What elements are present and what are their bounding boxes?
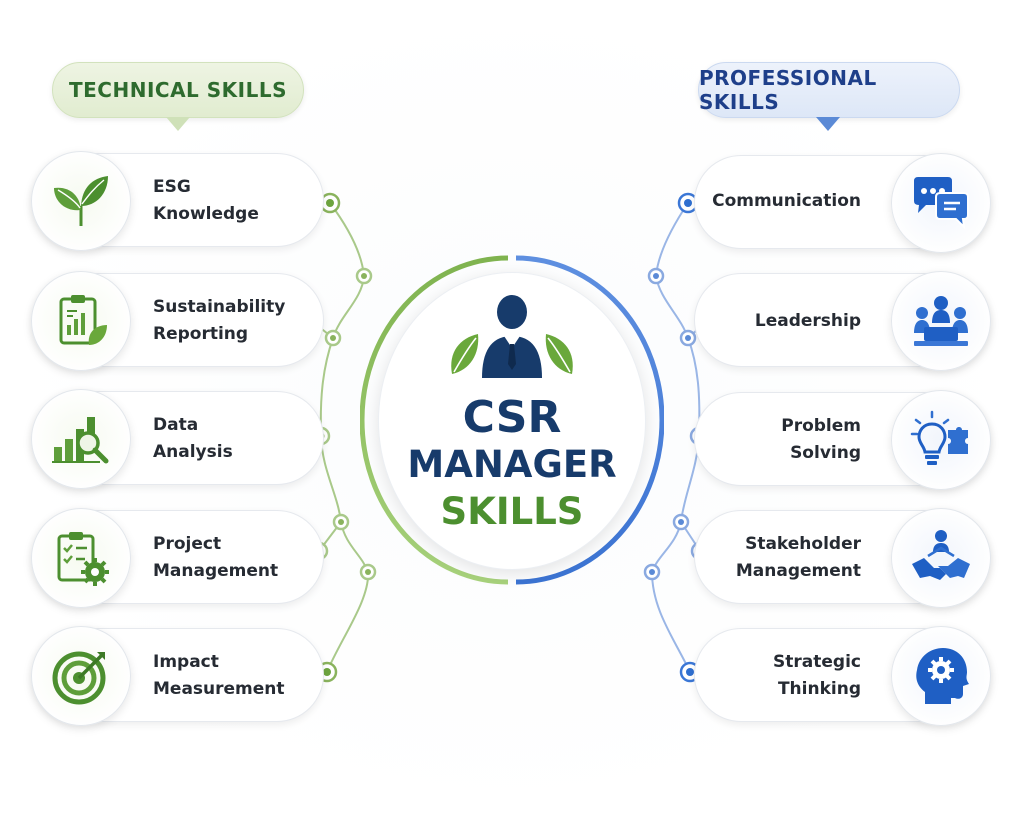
skill-card-strategic-thinking: Strategic Thinking [694,626,991,726]
report-clipboard-icon [31,271,131,371]
technical-skills-header: TECHNICAL SKILLS [52,62,304,118]
skill-label: Leadership [754,311,861,331]
center-title-line1: CSR [462,392,562,443]
connector-dot [359,563,377,581]
leaf-icon [31,151,131,251]
connector-dot [324,329,342,347]
skill-card-leadership: Leadership [694,271,991,371]
connector-dot [679,329,697,347]
professional-skills-header: PROFESSIONAL SKILLS [698,62,960,118]
skill-label: Impact Measurement [153,652,285,699]
professional-header-pointer [816,117,840,131]
skill-label: ESG Knowledge [153,177,259,224]
center-title-line2: MANAGER [407,443,617,486]
target-icon [31,626,131,726]
lightbulb-puzzle-icon [891,390,991,490]
connector-dot [647,267,665,285]
connector-dot [672,513,690,531]
skill-card-communication: Communication [694,153,991,253]
connector-dot [643,563,661,581]
skill-label: Project Management [153,534,279,581]
skill-card-problem-solving: Problem Solving [694,390,991,490]
skill-label: Data Analysis [153,415,233,462]
skill-label: Sustainability Reporting [153,297,286,344]
connector-dot [332,513,350,531]
center-ring [360,255,664,585]
manager-leaves-icon [451,295,573,378]
skill-card-esg-knowledge: ESG Knowledge [31,151,324,251]
skill-card-stakeholder-management: Stakeholder Management [694,508,991,608]
chart-magnifier-icon [31,389,131,489]
connector-dot [355,267,373,285]
skill-card-impact-measurement: Impact Measurement [31,626,324,726]
skill-card-data-analysis: Data Analysis [31,389,324,489]
skill-label: Problem Solving [781,416,861,463]
handshake-icon [891,508,991,608]
skill-label: Stakeholder Management [735,534,861,581]
skill-card-project-management: Project Management [31,508,324,608]
head-gear-icon [891,626,991,726]
technical-header-pointer [166,117,190,131]
chat-bubbles-icon [891,153,991,253]
team-meeting-icon [891,271,991,371]
skill-label: Communication [712,191,861,211]
checklist-gear-icon [31,508,131,608]
skill-card-sustainability-reporting: Sustainability Reporting [31,271,324,371]
skill-label: Strategic Thinking [773,652,861,699]
center-title-line3: SKILLS [440,490,584,533]
